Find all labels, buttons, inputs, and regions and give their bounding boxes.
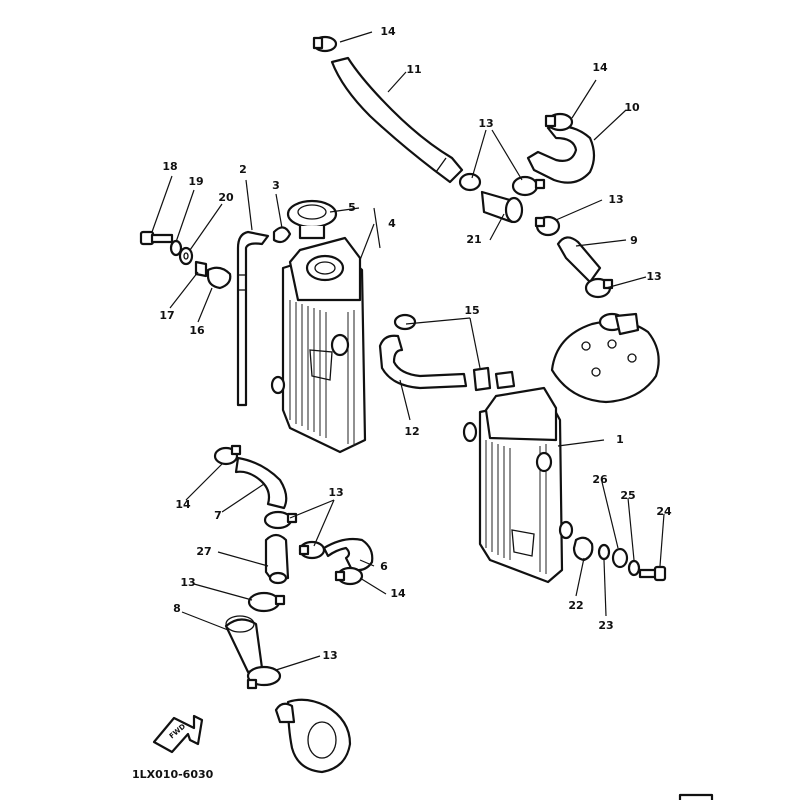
callout-4: 4 <box>388 217 396 230</box>
hose-clamps-9 <box>534 215 614 299</box>
callout-13: 13 <box>608 193 623 206</box>
callout-9: 9 <box>630 234 638 247</box>
hose-clip <box>272 226 292 244</box>
callout-labels: 14 11 14 10 13 13 9 13 21 5 4 2 3 18 19 … <box>159 25 672 662</box>
hose-clamps-15 <box>393 313 516 392</box>
callout-14: 14 <box>175 498 191 511</box>
callout-7: 7 <box>214 509 222 522</box>
callout-3: 3 <box>272 179 280 192</box>
callout-18: 18 <box>162 160 177 173</box>
forward-arrow: FWD <box>152 714 204 754</box>
overflow-hose <box>236 230 270 407</box>
hose-clamp-13-lower <box>246 665 282 690</box>
frame-corner-mark <box>678 793 714 800</box>
callout-13: 13 <box>322 649 337 662</box>
water-pump-cover <box>274 698 352 774</box>
hose-8 <box>224 615 264 674</box>
callout-26: 26 <box>592 473 608 486</box>
callout-2: 2 <box>239 163 247 176</box>
callout-1: 1 <box>616 433 624 446</box>
callout-23: 23 <box>598 619 613 632</box>
callout-14: 14 <box>592 61 608 74</box>
hose-6 <box>322 537 374 572</box>
hose-clamps-6 <box>298 540 364 586</box>
hose-9 <box>556 236 602 284</box>
callout-11: 11 <box>406 63 421 76</box>
bolt-assembly-right <box>572 536 667 582</box>
joint-pipe <box>480 190 524 224</box>
right-radiator <box>462 386 574 584</box>
callout-10: 10 <box>624 101 640 114</box>
callout-25: 25 <box>620 489 635 502</box>
hose-clamp-10 <box>544 112 574 132</box>
hose-7 <box>234 456 288 510</box>
hose-clamp-7 <box>213 444 242 466</box>
callout-13: 13 <box>646 270 661 283</box>
cylinder-head <box>550 312 660 404</box>
hose-12 <box>378 334 468 390</box>
callout-5: 5 <box>348 201 356 214</box>
callout-16: 16 <box>189 324 205 337</box>
callout-13: 13 <box>328 486 343 499</box>
hose-clamps-joint <box>458 172 546 197</box>
hose-10 <box>526 125 596 184</box>
callout-13: 13 <box>478 117 493 130</box>
radiator-cap <box>286 199 338 240</box>
leader-lines <box>151 31 665 671</box>
callout-6: 6 <box>380 560 388 573</box>
callout-21: 21 <box>466 233 481 246</box>
upper-hose <box>330 56 464 184</box>
bolt-assembly-left <box>139 230 232 290</box>
joint-pipe-27 <box>264 533 290 585</box>
callout-19: 19 <box>188 175 203 188</box>
callout-27: 27 <box>196 545 211 558</box>
callout-17: 17 <box>159 309 174 322</box>
drawing-number: 1LX010-6030 <box>132 768 214 781</box>
callout-12: 12 <box>404 425 419 438</box>
callout-24: 24 <box>656 505 672 518</box>
callout-22: 22 <box>568 599 583 612</box>
callout-13: 13 <box>180 576 195 589</box>
hose-clamp-13-upper <box>263 510 298 530</box>
callout-15: 15 <box>464 304 479 317</box>
callout-8: 8 <box>173 602 181 615</box>
callout-14: 14 <box>380 25 396 38</box>
left-radiator <box>270 236 367 454</box>
hose-clamp-top <box>312 35 338 53</box>
hose-clamp-13-mid <box>247 591 286 613</box>
callout-20: 20 <box>218 191 234 204</box>
callout-14: 14 <box>390 587 406 600</box>
